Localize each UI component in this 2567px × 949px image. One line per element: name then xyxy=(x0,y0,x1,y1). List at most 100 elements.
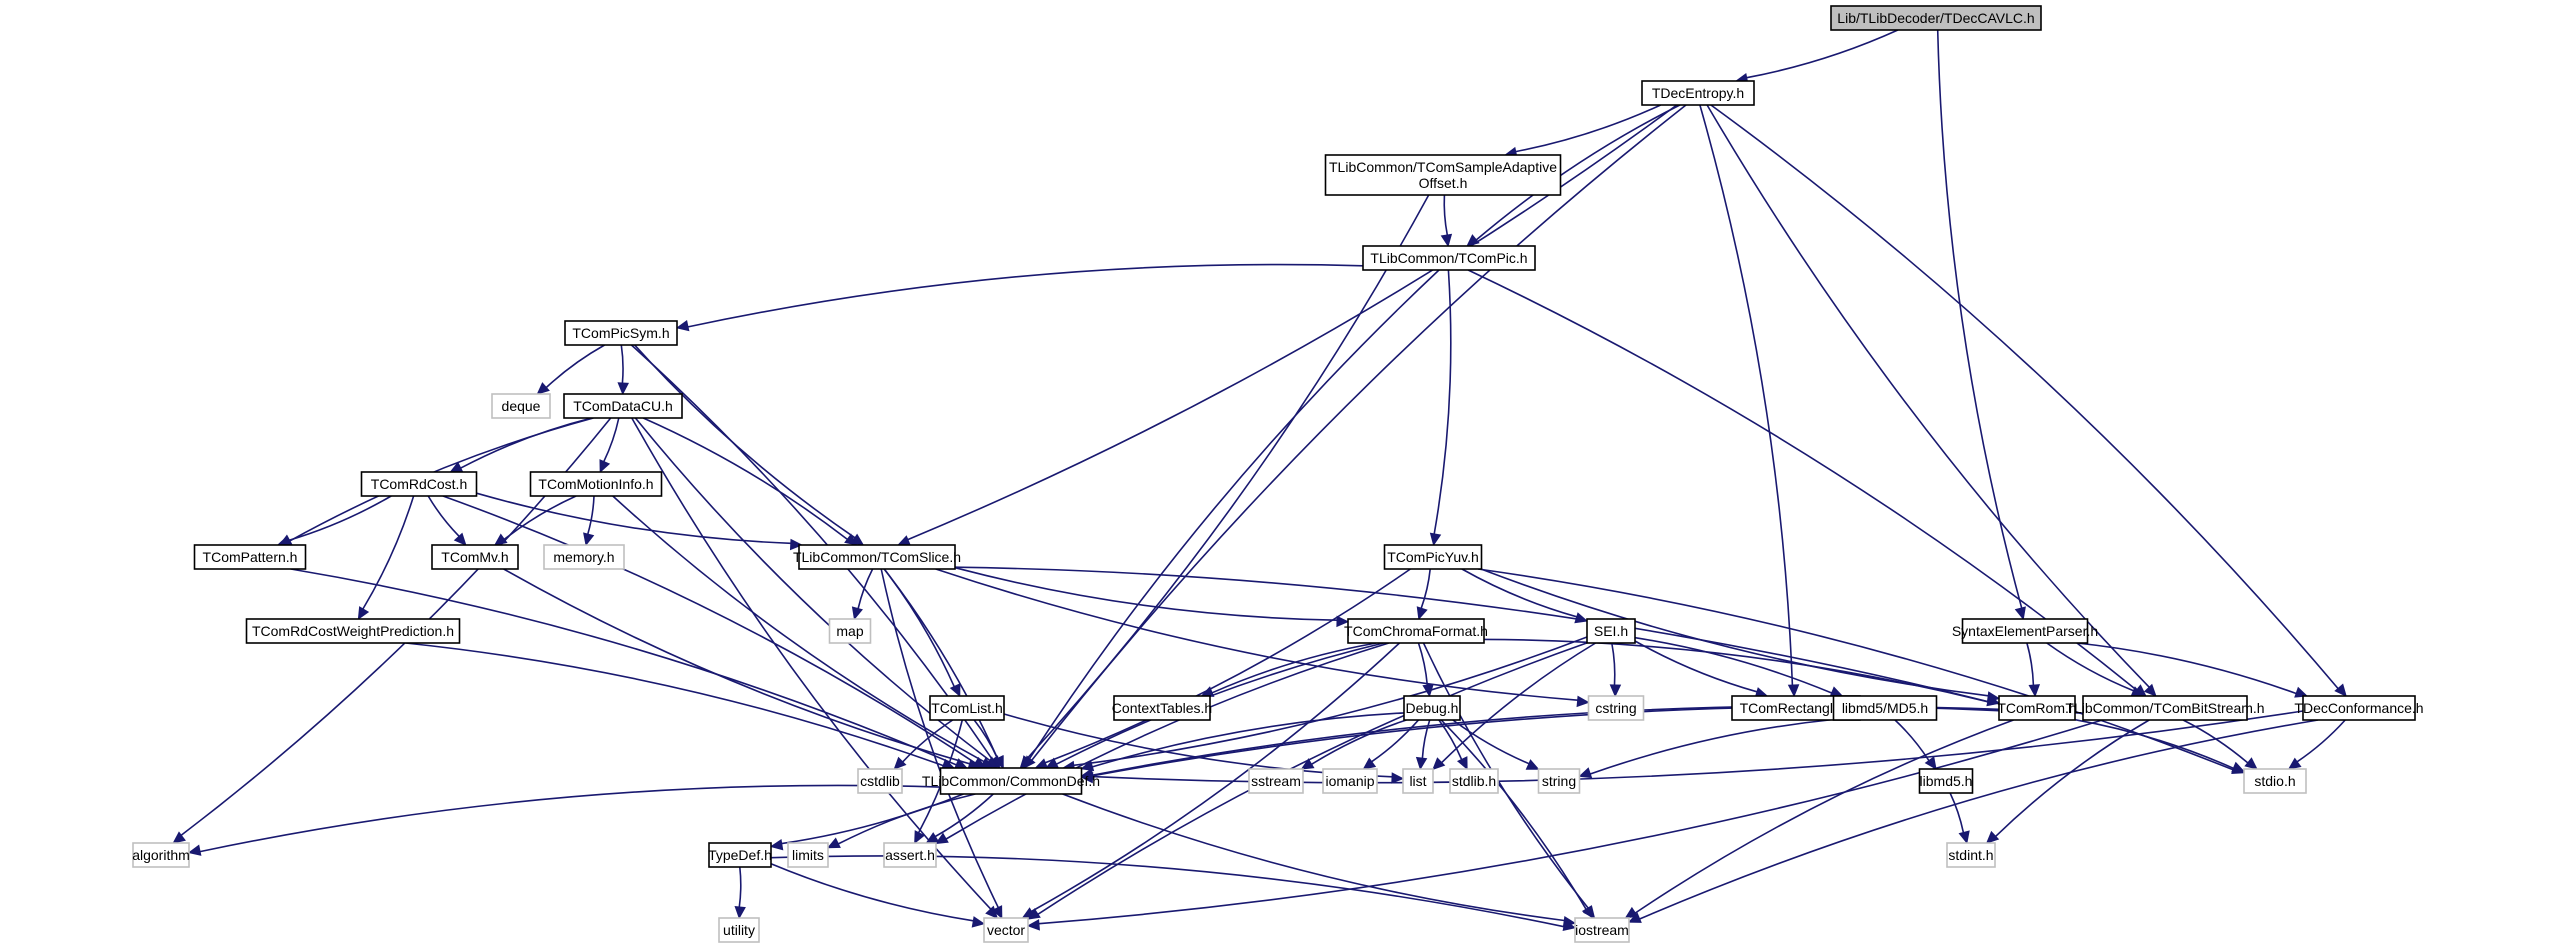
node-box[interactable] xyxy=(1324,154,1562,196)
edge-tcomdatacu-to-tcomslice xyxy=(642,417,848,541)
node-label: TComRdCost.h xyxy=(371,476,467,492)
arrowhead-typedef-to-vector xyxy=(971,916,986,928)
arrowhead-tcomdatacu-to-algorithm xyxy=(172,831,186,844)
node-box[interactable] xyxy=(360,471,478,497)
arrowhead-tcombitstream-to-vector xyxy=(1026,919,1040,931)
edge-tcompic-to-tcompicsym xyxy=(687,263,1364,328)
node-box[interactable] xyxy=(1347,618,1485,644)
arrowhead-tcomchromaformat-to-assert xyxy=(934,832,949,845)
node-lib-tlibdecoder-tdeccavlc-h[interactable]: Lib/TLibDecoder/TDecCAVLC.h xyxy=(1830,5,2042,31)
node-box[interactable] xyxy=(563,393,683,419)
node-tcomrdcostweightprediction-h[interactable]: TComRdCostWeightPrediction.h xyxy=(245,618,461,644)
node-typedef-h[interactable]: TypeDef.h xyxy=(708,842,772,868)
arrowhead-md5-to-string xyxy=(1578,767,1593,779)
node-label: TComRom.h xyxy=(1997,700,2076,716)
node-tcomrom-h[interactable]: TComRom.h xyxy=(1997,695,2077,721)
arrowhead-tcomslice-to-tcomlist xyxy=(949,683,961,698)
edge-sei-to-commondef xyxy=(1073,636,1588,767)
node-label: cstdlib xyxy=(860,773,900,789)
edge-tcompicyuv-to-sei xyxy=(1461,568,1578,618)
node-box[interactable] xyxy=(708,842,772,868)
node-tcommotioninfo-h[interactable]: TComMotionInfo.h xyxy=(529,471,663,497)
node-box[interactable] xyxy=(1998,695,2076,721)
node-tdecentropy-h[interactable]: TDecEntropy.h xyxy=(1641,80,1755,106)
node-box[interactable] xyxy=(2082,695,2248,721)
node-label: assert.h xyxy=(885,847,935,863)
node-box[interactable] xyxy=(1362,245,1536,271)
edge-sao-to-tcompic xyxy=(1443,194,1449,236)
node-algorithm: algorithm xyxy=(132,842,190,868)
node-sei-h[interactable]: SEI.h xyxy=(1586,618,1636,644)
node-debug-h[interactable]: Debug.h xyxy=(1403,695,1461,721)
node-label: stdio.h xyxy=(2254,773,2295,789)
node-sstream: sstream xyxy=(1248,768,1304,794)
edge-syntaxelementparser-to-tcomrom xyxy=(2026,642,2035,686)
node-box[interactable] xyxy=(1832,695,1938,721)
node-box[interactable] xyxy=(431,544,519,570)
arrowhead-sei-to-list xyxy=(1432,757,1446,771)
edge-tcompicyuv-to-tcomrom xyxy=(1480,568,1989,697)
node-libmd5-h[interactable]: libmd5.h xyxy=(1918,768,1974,794)
node-tcomrdcost-h[interactable]: TComRdCost.h xyxy=(360,471,478,497)
edge-tcomrdcost-to-tcomslice xyxy=(476,492,791,545)
edge-tcomdatacu-to-tcommotioninfo xyxy=(603,417,620,462)
node-tlibcommon-tcompic-h[interactable]: TLibCommon/TComPic.h xyxy=(1362,245,1536,271)
node-box[interactable] xyxy=(193,544,307,570)
node-libmd5-md5-h[interactable]: libmd5/MD5.h xyxy=(1832,695,1938,721)
node-contexttables-h[interactable]: ContextTables.h xyxy=(1112,695,1212,721)
node-syntaxelementparser-h[interactable]: SyntaxElementParser.h xyxy=(1952,618,2098,644)
node-tcomdatacu-h[interactable]: TComDataCU.h xyxy=(563,393,683,419)
node-box[interactable] xyxy=(1403,695,1461,721)
node-label: TLibCommon/TComPic.h xyxy=(1370,250,1527,266)
node-tlibcommon-commondef-h[interactable]: TLibCommon/CommonDef.h xyxy=(922,767,1100,795)
node-box[interactable] xyxy=(1113,695,1211,721)
node-box xyxy=(1587,695,1645,721)
node-box[interactable] xyxy=(1918,768,1974,794)
edge-tcommotioninfo-to-tcommv xyxy=(503,495,577,540)
node-tlibcommon-tcombitstream-h[interactable]: TLibCommon/TComBitStream.h xyxy=(2065,695,2265,721)
arrowhead-tcompicyuv-to-sei xyxy=(1574,612,1589,624)
arrowhead-tcompic-to-tcompicsym xyxy=(675,319,690,332)
node-tcompicsym-h[interactable]: TComPicSym.h xyxy=(564,320,678,346)
node-box[interactable] xyxy=(529,471,663,497)
node-assert-h: assert.h xyxy=(883,842,937,868)
node-map: map xyxy=(828,618,872,644)
node-label: TLibCommon/TComSlice.h xyxy=(793,549,961,565)
node-box[interactable] xyxy=(929,695,1005,721)
node-tcomchromaformat-h[interactable]: TComChromaFormat.h xyxy=(1344,618,1488,644)
node-box xyxy=(787,842,829,868)
node-limits: limits xyxy=(787,842,829,868)
edge-tcompic-to-commondef xyxy=(1028,269,1440,761)
node-box[interactable] xyxy=(939,767,1083,795)
node-box[interactable] xyxy=(2302,695,2416,721)
edge-tcombitstream-to-commondef xyxy=(1092,705,2084,777)
node-tcommv-h[interactable]: TComMv.h xyxy=(431,544,519,570)
arrowhead-sei-to-vector xyxy=(1026,908,1041,920)
node-tcompicyuv-h[interactable]: TComPicYuv.h xyxy=(1383,544,1483,570)
edge-tcomrdcost-to-tcomrdcostwp xyxy=(362,495,415,610)
node-box[interactable] xyxy=(245,618,461,644)
node-label: Debug.h xyxy=(1406,700,1459,716)
node-tcompattern-h[interactable]: TComPattern.h xyxy=(193,544,307,570)
node-box[interactable] xyxy=(1641,80,1755,106)
arrowhead-tcomdatacu-to-tcomslice xyxy=(844,533,858,546)
node-tdecconformance-h[interactable]: TDecConformance.h xyxy=(2294,695,2424,721)
edge-tdecentropy-to-tcombitstream xyxy=(1706,104,2150,688)
arrowhead-debug-to-iomanip xyxy=(1362,757,1377,770)
node-label: memory.h xyxy=(553,549,614,565)
node-box[interactable] xyxy=(1961,618,2089,644)
node-tlibcommon-tcomslice-h[interactable]: TLibCommon/TComSlice.h xyxy=(793,544,961,570)
node-tcomlist-h[interactable]: TComList.h xyxy=(929,695,1005,721)
arrowhead-libmd5-to-stdint xyxy=(1958,830,1970,845)
node-box[interactable] xyxy=(1586,618,1636,644)
node-label: TLibCommon/TComBitStream.h xyxy=(2065,700,2264,716)
node-box xyxy=(983,917,1029,943)
edge-tcompicsym-to-tcomdatacu xyxy=(620,344,624,384)
node-box[interactable] xyxy=(1830,5,2042,31)
node-box xyxy=(2243,768,2307,794)
node-box[interactable] xyxy=(798,544,956,570)
node-label: list xyxy=(1409,773,1426,789)
node-box[interactable] xyxy=(1383,544,1483,570)
node-box[interactable] xyxy=(564,320,678,346)
